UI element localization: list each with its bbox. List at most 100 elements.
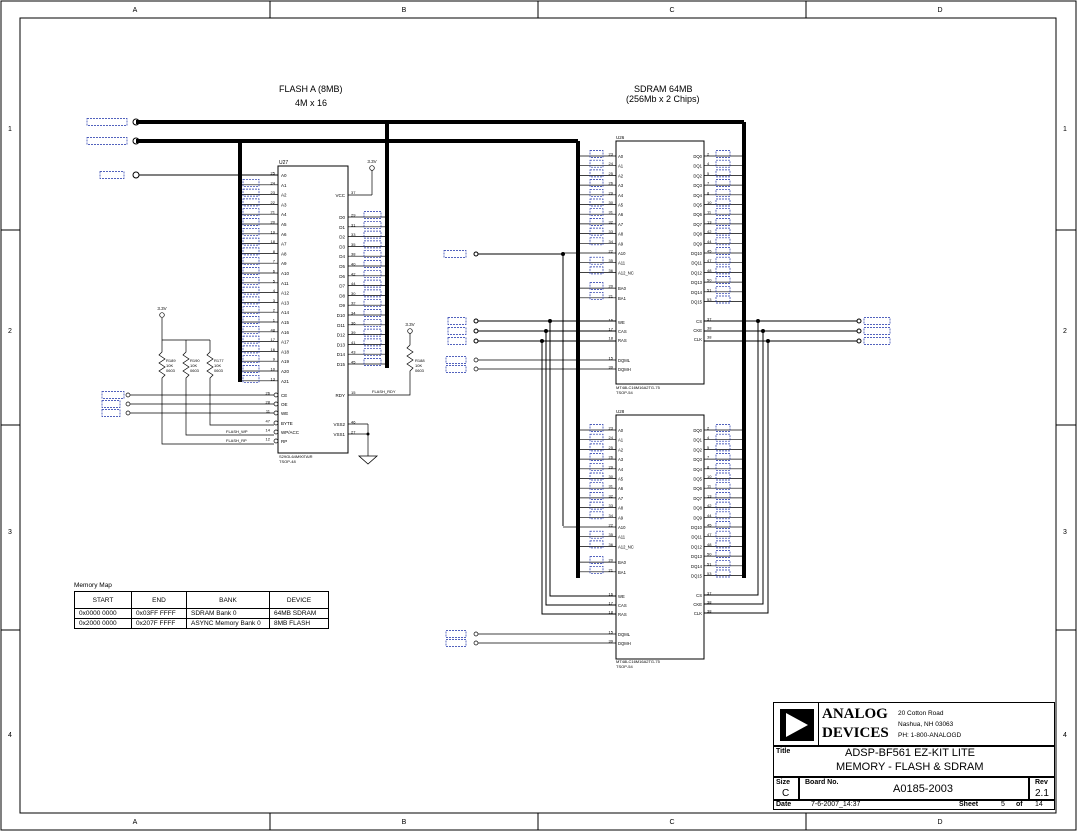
supply-label: 3.3V — [157, 306, 166, 311]
flash-addr-pin: A8 — [281, 251, 287, 256]
pin-number: 47 — [707, 258, 712, 263]
sdram-data-pin: DQ2 — [693, 173, 702, 178]
resistor-ref: R177 — [214, 358, 224, 363]
mm-cell: 0x207F FFFF — [131, 618, 187, 629]
flash-addr-pin: A11 — [281, 281, 289, 286]
net-label — [715, 276, 731, 284]
sdram-addr-pin: A3 — [618, 457, 624, 462]
flash-ref: U27 — [279, 160, 288, 166]
pin-number: 8 — [707, 190, 710, 195]
memory-map-table: START END BANK DEVICE 0x0000 0000 0x03FF… — [74, 591, 329, 629]
net-label — [589, 492, 604, 500]
sdram-ref: U26 — [616, 135, 625, 140]
net-label — [715, 188, 731, 197]
pin-number: 35 — [351, 242, 356, 247]
resistor-package: 0603 — [166, 368, 176, 373]
sdram-clk-pin: CLK — [694, 337, 702, 342]
pin-number: 51 — [707, 287, 712, 292]
pin-number: 25 — [609, 171, 614, 176]
net-label — [363, 299, 382, 308]
flash-data-pin: D9 — [339, 303, 345, 308]
pin-number: 9 — [273, 357, 276, 362]
sdram-addr-pin: BA0 — [618, 286, 627, 291]
sdram-data-pin: DQ2 — [693, 447, 702, 452]
net-label — [445, 630, 467, 638]
net-label — [101, 409, 121, 417]
mm-header-bank: BANK — [186, 591, 270, 609]
pin-number: 38 — [707, 600, 712, 605]
address-line2: Nashua, NH 03063 — [898, 721, 954, 728]
net-label — [715, 169, 731, 178]
flash-addr-pin: A5 — [281, 222, 287, 227]
flash-data-pin: D5 — [339, 264, 345, 269]
net-label — [589, 188, 604, 197]
sdram-addr-pin: A5 — [618, 203, 624, 208]
sdram-addr-pin: A8 — [618, 506, 624, 511]
pin-number: 17 — [271, 337, 276, 342]
pin-number: 38 — [707, 326, 712, 331]
pin-number: 47 — [707, 532, 712, 537]
flash-subtitle: 4M x 16 — [295, 98, 328, 108]
net-label — [715, 159, 731, 168]
pin-number: 45 — [707, 523, 712, 528]
pin-number: 17 — [609, 601, 614, 606]
pin-number: 21 — [609, 567, 614, 572]
net-label — [445, 365, 467, 373]
pin-number: 26 — [266, 391, 271, 396]
pin-number: 30 — [609, 200, 614, 205]
date-value: 7-6-2007_14:37 — [811, 801, 861, 808]
net-label — [242, 306, 260, 315]
flash-ctrl-pin: WE — [281, 411, 288, 416]
net-label — [589, 179, 604, 187]
zone-col-label: A — [133, 819, 138, 826]
net-label — [715, 295, 731, 304]
pin-number: 31 — [609, 484, 614, 489]
net-label — [589, 282, 604, 290]
net-label — [715, 433, 731, 442]
net-label — [589, 150, 604, 158]
sdram-addr-pin: BA1 — [618, 296, 627, 301]
pin-number: 16 — [609, 318, 614, 323]
sdram-clk-pin: CKE — [693, 328, 702, 333]
net-label — [589, 556, 604, 564]
net-label — [242, 316, 260, 324]
net-label — [589, 482, 604, 491]
company-line2: DEVICES — [822, 725, 889, 741]
zone-row-label: 2 — [1063, 328, 1067, 335]
net-label — [363, 358, 382, 366]
sdram-title: SDRAM 64MB — [634, 84, 693, 94]
net-label — [715, 472, 731, 481]
pin-number: 11 — [266, 409, 271, 414]
net-label — [242, 237, 260, 246]
title-line2: MEMORY - FLASH & SDRAM — [836, 761, 984, 773]
sdram-data-pin: DQ14 — [691, 290, 703, 295]
sdram-data-pin: DQ4 — [693, 193, 702, 198]
pin-number: 28 — [266, 400, 271, 405]
zone-col-label: B — [402, 7, 407, 14]
net-label — [589, 462, 604, 471]
resistor-ref: R190 — [190, 358, 200, 363]
zone-col-label: C — [669, 7, 674, 14]
net-label — [715, 208, 731, 217]
pin-number: 34 — [351, 311, 356, 316]
net-label — [863, 337, 891, 345]
sdram-part: MT48LC16M16A2TG-75 — [616, 659, 661, 664]
pin-number: 24 — [271, 180, 276, 185]
flash-addr-pin: A20 — [281, 369, 290, 374]
pin-number: 20 — [271, 220, 276, 225]
sdram-addr-pin: A1 — [618, 438, 624, 443]
net-label — [363, 309, 382, 317]
flash-addr-pin: A3 — [281, 202, 287, 207]
sdram-addr-pin: A9 — [618, 241, 624, 246]
pin-number: 18 — [271, 239, 276, 244]
pin-number: 43 — [351, 350, 356, 355]
net-label — [589, 256, 604, 265]
pin-number: 31 — [351, 222, 356, 227]
mm-cell: SDRAM Bank 0 — [186, 608, 270, 619]
net-label — [715, 501, 731, 510]
pin-number: 50 — [707, 278, 712, 283]
pin-number: 48 — [271, 327, 276, 332]
sdram-addr-pin: A11 — [618, 535, 626, 540]
flash-addr-pin: A10 — [281, 271, 290, 276]
rev-label: Rev — [1035, 779, 1048, 786]
